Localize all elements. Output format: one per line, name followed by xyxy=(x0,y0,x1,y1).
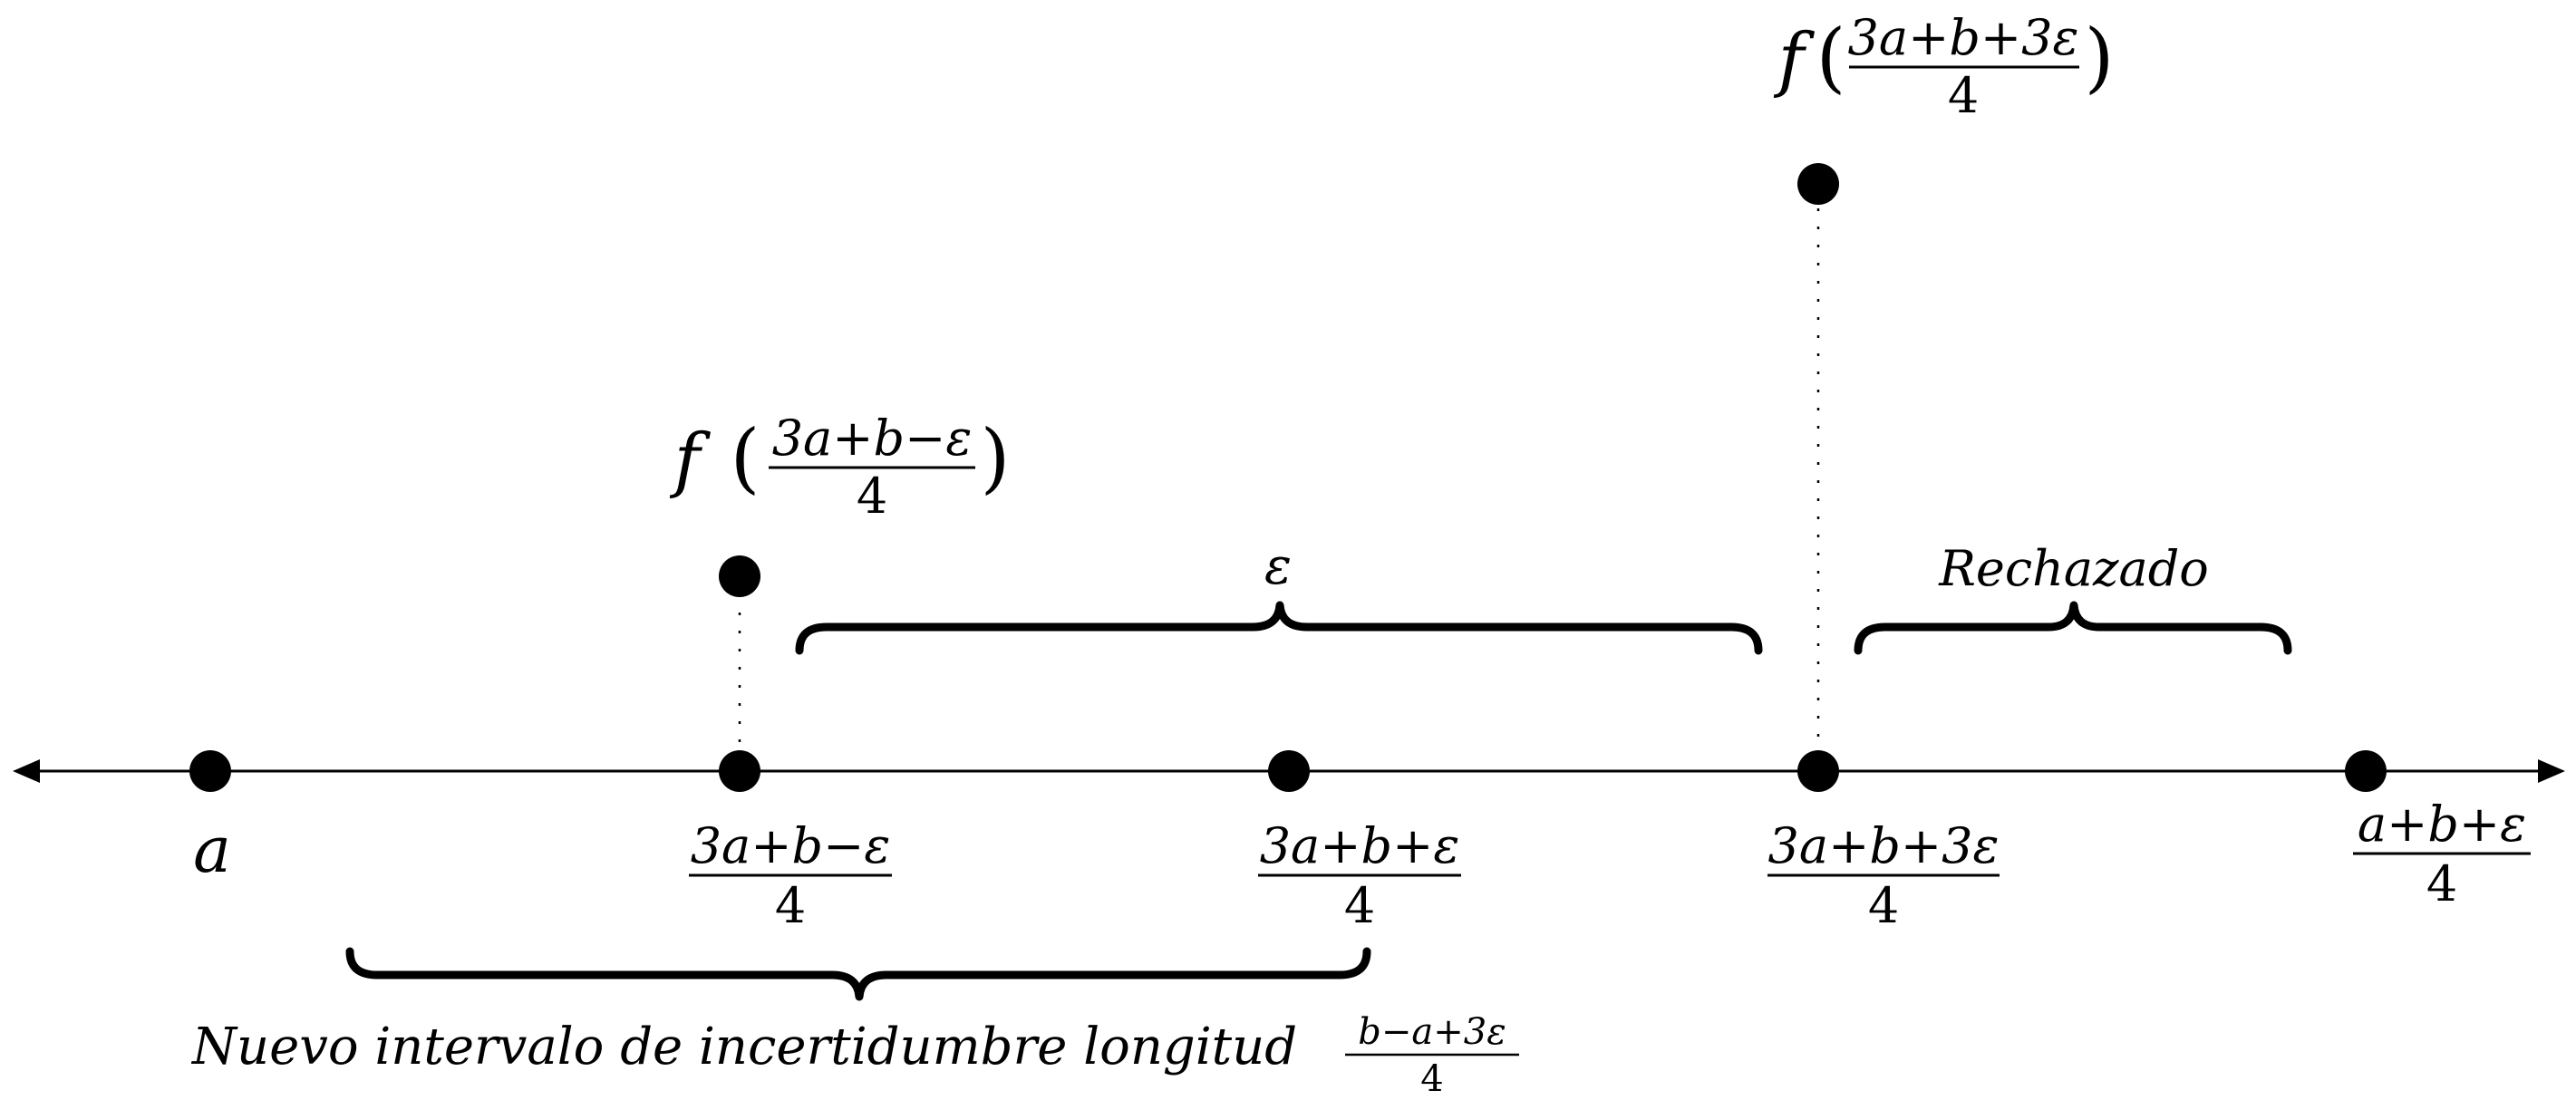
label-p1-denominator: 4 xyxy=(775,877,806,934)
function-label-f2: f ( 3a+b+3ε 4 ) xyxy=(1774,9,2115,124)
new-interval-brace xyxy=(345,947,1371,1001)
function-label-f1-open-paren: ( xyxy=(731,413,760,502)
label-p2-denominator: 4 xyxy=(1344,877,1375,934)
label-p4-denominator: 4 xyxy=(2426,855,2457,912)
function-label-f2-denominator: 4 xyxy=(1948,67,1979,124)
function-label-f1-numerator: 3a+b−ε xyxy=(772,410,973,467)
rejected-brace xyxy=(1854,601,2292,655)
point-a xyxy=(189,750,231,792)
point-p4 xyxy=(2345,750,2387,792)
new-interval-denominator: 4 xyxy=(1420,1058,1443,1100)
function-label-f1: f ( 3a+b−ε 4 ) xyxy=(670,410,1011,525)
function-label-f1-denominator: 4 xyxy=(857,468,887,525)
left-arrow-icon xyxy=(13,759,40,783)
function-label-f1-close-paren: ) xyxy=(981,413,1011,502)
right-arrow-icon xyxy=(2538,759,2565,783)
label-p4: a+b+ε 4 xyxy=(2353,796,2531,912)
label-p1: 3a+b−ε 4 xyxy=(689,817,892,934)
new-interval-label: Nuevo intervalo de incertidumbre longitu… xyxy=(190,1011,1519,1100)
function-label-f2-close-paren: ) xyxy=(2085,13,2115,101)
epsilon-brace xyxy=(795,601,1763,655)
new-interval-numerator: b−a+3ε xyxy=(1358,1011,1506,1053)
point-p1 xyxy=(719,750,760,792)
label-p4-numerator: a+b+ε xyxy=(2358,796,2526,853)
label-p3-denominator: 4 xyxy=(1868,877,1899,934)
label-p2: 3a+b+ε 4 xyxy=(1258,817,1461,934)
function-point-f2 xyxy=(1797,163,1839,205)
epsilon-brace-label: ε xyxy=(1264,537,1292,596)
label-p2-numerator: 3a+b+ε xyxy=(1260,817,1460,874)
label-a: a xyxy=(193,813,231,887)
function-point-f1 xyxy=(719,555,760,597)
point-p3 xyxy=(1797,750,1839,792)
label-p3-numerator: 3a+b+3ε xyxy=(1768,817,2000,874)
point-p2 xyxy=(1268,750,1310,792)
label-p1-numerator: 3a+b−ε xyxy=(691,817,891,874)
function-label-f2-numerator: 3a+b+3ε xyxy=(1848,9,2079,66)
function-label-f2-open-paren: ( xyxy=(1816,13,1846,101)
function-label-f2-prefix: f xyxy=(1774,19,1816,101)
rejected-brace-label: Rechazado xyxy=(1938,540,2209,597)
function-label-f1-prefix: f xyxy=(670,420,712,501)
new-interval-label-text: Nuevo intervalo de incertidumbre longitu… xyxy=(190,1018,1297,1076)
label-p3: 3a+b+3ε 4 xyxy=(1767,817,2000,934)
